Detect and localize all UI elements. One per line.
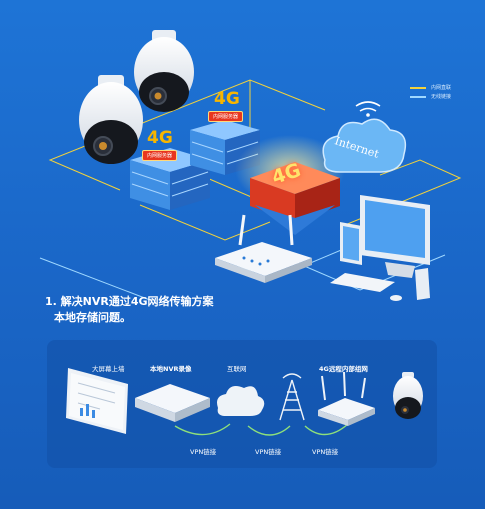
internet-cloud-icon <box>322 101 407 173</box>
legend-label-wireless: 无线链接 <box>430 94 451 100</box>
legend: 内网直联 无线链接 <box>409 83 451 101</box>
flow-label-4g-network: 4G远程内部组网 <box>319 365 368 373</box>
ptz-camera-left <box>79 75 143 164</box>
legend-label-wired: 内网直联 <box>430 85 451 91</box>
video-wall-icon <box>66 368 128 434</box>
server-tag-left: 内网服务器 <box>142 150 178 161</box>
legend-swatch-wired <box>409 86 426 89</box>
badge-4g-left: 4G <box>147 128 173 148</box>
nvr-device-icon <box>135 384 210 422</box>
legend-item-wired: 内网直联 <box>409 83 451 92</box>
ptz-camera-right <box>134 30 194 112</box>
vpn-label-2: VPN链接 <box>255 448 282 456</box>
client-devices <box>330 195 430 301</box>
flow-label-internet: 互联网 <box>227 365 247 373</box>
core-4g-node <box>235 135 345 235</box>
internet-cloud-small-icon <box>217 386 265 416</box>
4g-router-icon <box>318 371 375 426</box>
headline: 1. 解决NVR通过4G网络传输方案 本地存储问题。 <box>45 294 214 326</box>
cell-tower-icon <box>279 373 305 421</box>
legend-swatch-wireless <box>409 95 426 98</box>
ptz-camera-small-icon <box>393 372 423 419</box>
router-device <box>215 214 312 283</box>
vpn-label-1: VPN链接 <box>190 448 217 456</box>
legend-item-wireless: 无线链接 <box>409 92 451 101</box>
vpn-link-arcs <box>174 423 349 436</box>
headline-line1: 1. 解决NVR通过4G网络传输方案 <box>45 295 214 308</box>
server-tag-right: 内网服务器 <box>208 111 244 122</box>
vpn-label-3: VPN链接 <box>312 448 339 456</box>
flow-label-nvr: 本地NVR录像 <box>150 365 192 373</box>
badge-4g-right: 4G <box>214 89 240 109</box>
headline-line2: 本地存储问题。 <box>54 311 131 324</box>
flow-label-video-wall: 大屏幕上墙 <box>92 365 125 373</box>
